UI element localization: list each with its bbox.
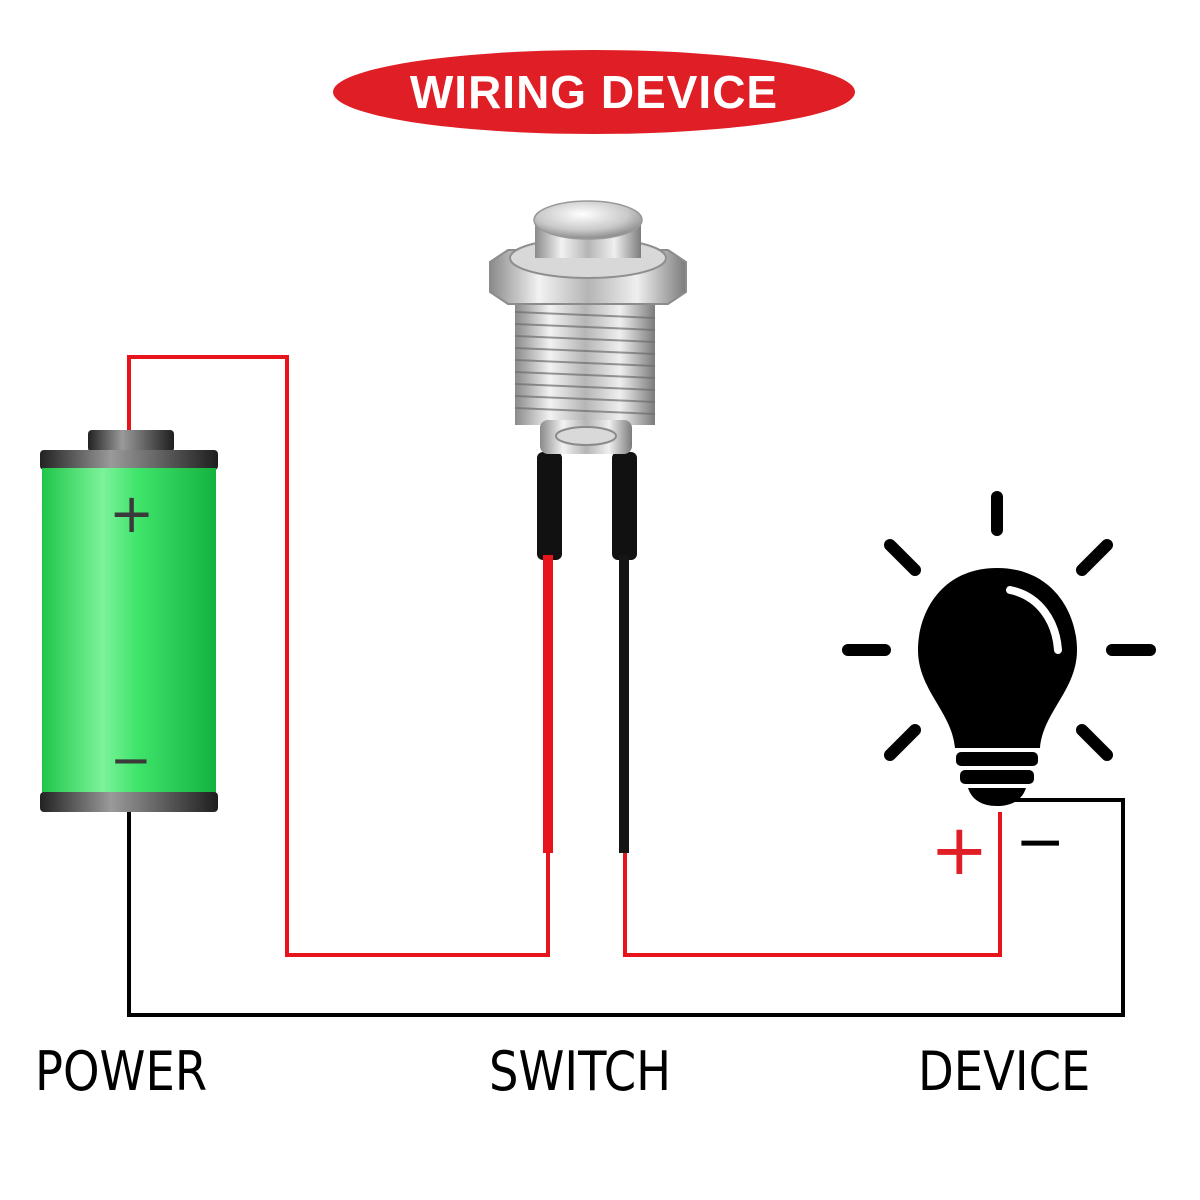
positive-wire-battery-to-switch [127,355,550,957]
title-banner: WIRING DEVICE [333,50,855,134]
title-text: WIRING DEVICE [409,66,779,118]
switch-label: SWITCH [489,1040,672,1103]
device-label: DEVICE [918,1040,1091,1103]
battery-plus-sign: + [109,482,155,545]
positive-wire-switch-to-device [623,812,1002,957]
device-plus-sign: + [930,809,989,891]
battery-minus-sign: − [110,731,152,789]
device-minus-sign: − [1015,807,1066,877]
switch-button-cap [533,200,643,240]
switch-red-lead [543,555,553,853]
battery-top-rim [40,450,218,470]
power-label: POWER [35,1040,208,1103]
push-button-switch [489,200,687,853]
battery-terminal [88,430,174,452]
switch-black-lead [619,555,629,853]
light-bulb-icon [842,491,1156,806]
battery-body [42,468,216,794]
switch-lead-sleeve-left [537,452,562,560]
battery [40,430,218,812]
switch-lead-sleeve-right [612,452,637,560]
battery-bottom-rim [40,792,218,812]
negative-return-wire [127,798,1125,1017]
wires [127,355,1125,1017]
